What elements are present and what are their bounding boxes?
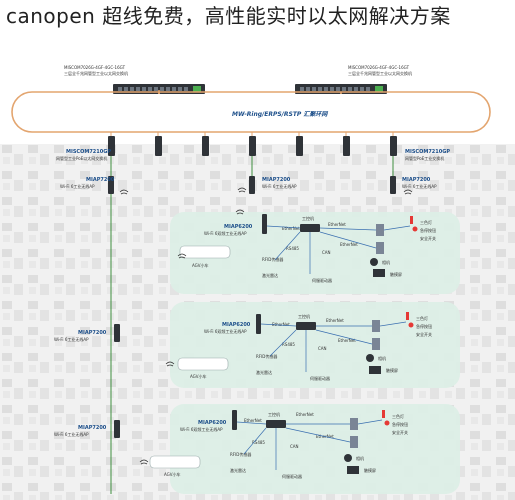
zone-3-rfid: RFID传感器 [230,451,251,457]
zone-3-ethernet-a: EtherNet [244,418,262,423]
zone-1-ethernet-a: EtherNet [282,226,300,231]
ring-label: MW-Ring/ERPS/RSTP 汇聚环网 [232,110,328,118]
zone-2-servo: 伺服驱动器 [310,375,330,381]
zone-3-ethernet-b: EtherNet [296,412,314,417]
zone-2-ethernet-c: EtherNet [338,338,356,343]
zone-3-safety: 安全开关 [392,429,408,435]
ap-1-model: MIAP7200 [86,177,115,183]
core-switch-left-desc: 三层全千兆网管型工业以太网交换机 [64,70,128,76]
zone-3-agv: AGV小车 [164,471,181,477]
zone-2-ethernet-b: EtherNet [326,318,344,323]
ap-top-mid [249,176,255,194]
zone-2-rs485: RS485 [282,342,295,347]
ap-3-desc: Wi-Fi 6工业无线AP [402,183,437,189]
network-diagram: MISCOM7026G-4GF-4GC-16GT 三层全千兆网管型工业以太网交换… [0,64,515,500]
zone-2-safety: 安全开关 [416,331,432,337]
zone-1-ipc: 工控机 [302,215,314,221]
zone-1-client-desc: Wi-Fi 6双频工业无线AP [204,230,247,236]
zone-1-can: CAN [322,250,331,255]
zone-1-servo: 伺服驱动器 [312,277,332,283]
zone-2-client-desc: Wi-Fi 6双频工业无线AP [204,328,247,334]
zone-3-indicator: 三色灯 [392,413,404,419]
zone-2-indicator: 三色灯 [416,315,428,321]
ap-2-model: MIAP7200 [262,177,291,183]
ap-3-model: MIAP7200 [402,177,431,183]
ap-1-desc: Wi-Fi 6工业无线AP [60,183,95,189]
zone-2-client-model: MIAP6200 [222,322,251,328]
zone-3-lidar: 激光雷达 [230,467,246,473]
zone-1: AGV小车 MIAP6200 Wi-Fi 6双频工业无线AP 工控机 Ether… [170,212,460,294]
zone-2-ethernet-a: EtherNet [272,322,290,327]
core-switch-right-desc: 三层全千兆网管型工业以太网交换机 [348,70,412,76]
ap-4-desc: Wi-Fi 6工业无线AP [54,336,89,342]
zone-3: AGV小车 MIAP6200 Wi-Fi 6双频工业无线AP 工控机 Ether… [149,404,460,494]
zone-1-ethernet-c: EtherNet [340,242,358,247]
zone-1-client-model: MIAP6200 [224,224,253,230]
ap-5-desc: Wi-Fi 6工业无线AP [54,431,89,437]
zone-1-indicator: 三色灯 [420,219,432,225]
ap-top-right [390,176,396,194]
ap-top-left [108,176,114,194]
wifi-icon-group [119,187,413,465]
zone-3-client-model: MIAP6200 [198,420,227,426]
zone-2-lidar: 激光雷达 [256,369,272,375]
zone-1-rfid: RFID传感器 [262,256,283,262]
core-switch-right-model: MISCOM7026G-4GF-4GC-16GT [348,65,410,70]
poe-switch-right-desc: 网管型PoE工业交换机 [405,155,444,161]
zone-3-camera: 相机 [356,455,364,461]
zone-1-ethernet-b: EtherNet [328,222,346,227]
zone-3-can: CAN [290,444,299,449]
zone-1-safety: 安全开关 [420,235,436,241]
zone-1-battery: 触摸屏 [390,271,402,277]
aggregation-ring [11,91,491,133]
zone-2-camera: 相机 [378,355,386,361]
zone-2: AGV小车 MIAP6200 Wi-Fi 6双频工业无线AP 工控机 Ether… [170,302,460,388]
ap-5-model: MIAP7200 [78,425,107,431]
zone-2-rfid: RFID传感器 [256,353,277,359]
poe-switch-left-model: MISCOM7210GP [66,149,111,155]
poe-switch-left-desc: 网管型工业PoE以太网交换机 [56,155,107,161]
zone-3-ipc: 工控机 [268,411,280,417]
ap-bottom [114,420,120,438]
zone-2-ipc: 工控机 [298,313,310,319]
zone-3-client-desc: Wi-Fi 6双频工业无线AP [180,426,223,432]
ap-4-model: MIAP7200 [78,330,107,336]
zone-3-battery: 触摸屏 [364,467,376,473]
zone-1-estop: 急停按钮 [420,227,436,233]
zone-3-estop: 急停按钮 [392,421,408,427]
ap-middle [114,324,120,342]
zone-1-rs485: RS485 [286,246,299,251]
zone-1-agv: AGV小车 [192,262,209,268]
poe-switch-row [108,136,397,156]
zone-1-lidar: 激光雷达 [262,272,278,278]
page-title: canopen 超线免费，高性能实时以太网解决方案 [6,4,451,28]
ap-2-desc: Wi-Fi 6工业无线AP [262,183,297,189]
zone-2-battery: 触摸屏 [386,367,398,373]
zone-2-can: CAN [318,346,327,351]
zone-2-estop: 急停按钮 [416,323,432,329]
zone-3-servo: 伺服驱动器 [282,473,302,479]
core-switch-left-model: MISCOM7026G-4GF-4GC-16GT [64,65,126,70]
zone-1-camera: 相机 [382,259,390,265]
zone-2-agv: AGV小车 [190,373,207,379]
poe-switch-right-model: MISCOM7210GP [405,149,450,155]
zone-3-rs485: RS485 [252,440,265,445]
